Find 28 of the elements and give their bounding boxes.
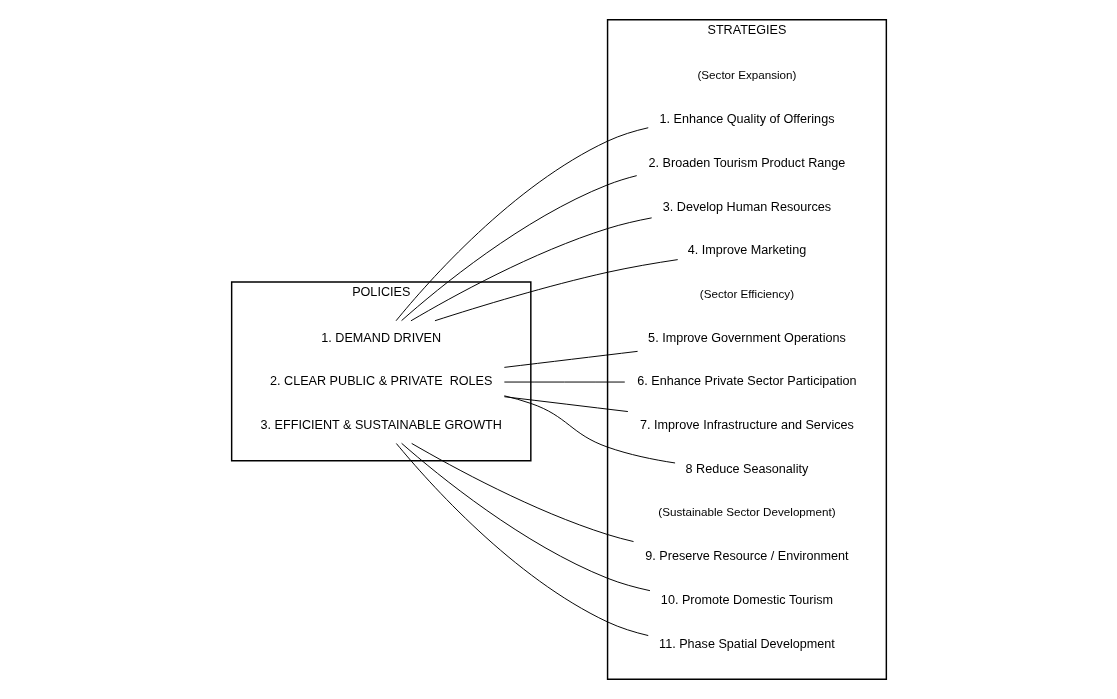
- node-text: 7. Improve Infrastructure and Services: [639, 418, 854, 433]
- node-text: 1. Enhance Quality of Offerings: [658, 112, 834, 127]
- node-text: 6. Enhance Private Sector Participation: [636, 374, 857, 389]
- node-text: 3. Develop Human Resources: [662, 199, 831, 214]
- node-text: 2. CLEAR PUBLIC & PRIVATE ROLES: [269, 374, 492, 389]
- node-text: 11. Phase Spatial Development: [658, 636, 835, 651]
- node-text: 4. Improve Marketing: [687, 243, 806, 258]
- connector: [395, 443, 649, 637]
- connector: [410, 442, 634, 543]
- connector: [400, 175, 637, 322]
- connector: [503, 396, 628, 413]
- node-text: 5. Improve Government Operations: [647, 330, 846, 345]
- connector: [434, 259, 678, 322]
- node-text: 9. Preserve Resource / Environment: [644, 549, 849, 564]
- label: (Sector Expansion): [696, 68, 796, 82]
- label: (Sector Efficiency): [699, 286, 794, 300]
- node-text: 1. DEMAND DRIVEN: [320, 330, 441, 345]
- connector: [400, 442, 650, 592]
- connector: [409, 217, 652, 322]
- connector: [503, 381, 625, 383]
- node-text: 8 Reduce Seasonality: [685, 461, 808, 476]
- connector: [395, 127, 649, 322]
- node-text: 10. Promote Domestic Tourism: [660, 592, 833, 607]
- node-text: 3. EFFICIENT & SUSTAINABLE GROWTH: [260, 418, 502, 433]
- connector: [503, 395, 676, 464]
- node-text: 2. Broaden Tourism Product Range: [648, 155, 845, 170]
- connector: [503, 350, 638, 368]
- label: (Sustainable Sector Development): [657, 505, 836, 519]
